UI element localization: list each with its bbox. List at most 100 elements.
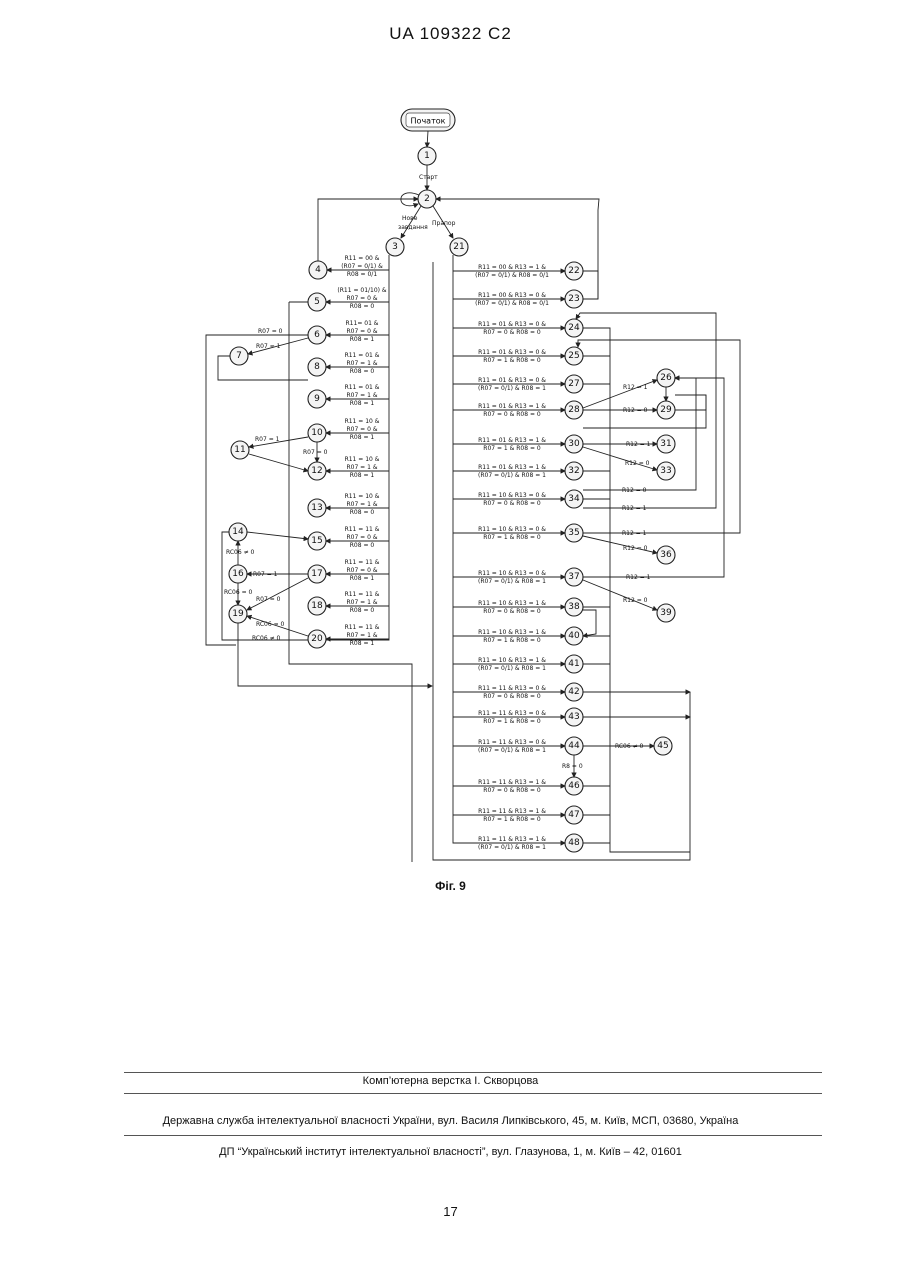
condition-label: R08 = 0	[350, 607, 375, 614]
condition-label: R11 = 01 & R13 = 0 &	[478, 321, 546, 328]
connector-line	[583, 271, 598, 299]
condition-label: (R07 = 0/1) & R08 = 1	[478, 665, 546, 672]
condition-label: (R07 = 0/1) & R08 = 1	[478, 844, 546, 851]
state-node-label: 27	[568, 379, 579, 389]
condition-label: R11 = 10 & R13 = 1 &	[478, 629, 546, 636]
condition-label: R07 = 0	[256, 596, 281, 603]
flag-label: Прапор	[432, 220, 456, 227]
state-node: 39	[657, 604, 675, 622]
condition-label: (R07 = 0/1) & R08 = 1	[478, 747, 546, 754]
state-node-label: 9	[314, 394, 320, 404]
state-node: 7	[230, 347, 248, 365]
condition-label: R12 = 0	[623, 597, 648, 604]
state-node-label: 44	[568, 741, 580, 751]
condition-label: R11= 01 &	[346, 320, 379, 327]
new-task-label: завдання	[398, 224, 428, 231]
state-node: 12	[308, 462, 326, 480]
condition-label: R8 = 0	[562, 763, 583, 770]
state-node-label: 34	[568, 494, 580, 504]
condition-label: R07 = 0 & R08 = 0	[483, 787, 541, 794]
condition-label: R11 = 01 &	[345, 352, 380, 359]
condition-label: R11 = 00 & R13 = 1 &	[478, 264, 546, 271]
state-node: 20	[308, 630, 326, 648]
condition-label: R07 = 0 & R08 = 0	[483, 411, 541, 418]
condition-label: R11 = 10 & R13 = 0 &	[478, 526, 546, 533]
condition-label: R08 = 0/1	[347, 271, 377, 278]
state-node-label: 41	[568, 659, 579, 669]
condition-label: R07 = 1 & R08 = 0	[483, 718, 541, 725]
condition-label: R11 = 10 & R13 = 0 &	[478, 570, 546, 577]
figure-caption: Фіг. 9	[0, 879, 901, 893]
condition-label: R07 = 0 &	[346, 534, 377, 541]
state-node-label: 22	[568, 266, 579, 276]
start-edge-label: Старт	[419, 174, 438, 181]
connector-line	[433, 262, 690, 860]
state-node-label: 29	[660, 405, 672, 415]
state-node: 26	[657, 369, 675, 387]
state-node: 22	[565, 262, 583, 280]
state-node-label: 21	[453, 242, 464, 252]
state-node: 31	[657, 435, 675, 453]
condition-label: R11 = 11 & R13 = 1 &	[478, 779, 546, 786]
state-node: 23	[565, 290, 583, 308]
state-node: 47	[565, 806, 583, 824]
state-node-label: 12	[311, 466, 322, 476]
state-node-label: 28	[568, 405, 580, 415]
condition-label: R07 = 0 & R08 = 0	[483, 608, 541, 615]
condition-label: RC06 ≠ 0	[252, 635, 281, 642]
condition-label: R07 = 1 &	[346, 599, 377, 606]
condition-label: R08 = 0	[350, 368, 375, 375]
condition-label: R07 = 1	[256, 343, 281, 350]
state-node: 1	[418, 147, 436, 165]
connector-line	[326, 255, 389, 640]
condition-label: R11 = 11 &	[345, 624, 380, 631]
condition-label: RC06 = 0	[224, 589, 253, 596]
state-node: 14	[229, 523, 247, 541]
state-node: 18	[308, 597, 326, 615]
state-node-label: 19	[232, 609, 244, 619]
condition-label: R08 = 1	[350, 472, 375, 479]
state-node: 37	[565, 568, 583, 586]
condition-label: R11 = 11 &	[345, 591, 380, 598]
condition-label: R07 = 0 & R08 = 0	[483, 500, 541, 507]
condition-label: R11 = 10 & R13 = 1 &	[478, 600, 546, 607]
page-number: 17	[0, 1204, 901, 1219]
state-node: 33	[657, 462, 675, 480]
condition-label: R08 = 0	[350, 509, 375, 516]
state-node-label: 5	[314, 297, 320, 307]
condition-label: R07 = 1 & R08 = 0	[483, 445, 541, 452]
state-node-label: 47	[568, 810, 579, 820]
state-node: 25	[565, 347, 583, 365]
state-node: 3	[386, 238, 404, 256]
condition-label: RC06 ≠ 0	[226, 549, 255, 556]
state-node-label: 18	[311, 601, 323, 611]
condition-label: R08 = 0	[350, 542, 375, 549]
condition-label: R12 = 1	[622, 530, 647, 537]
condition-label: R07 = 1 &	[346, 501, 377, 508]
condition-label: R08 = 0	[350, 303, 375, 310]
state-node: 48	[565, 834, 583, 852]
state-node: 11	[231, 441, 249, 459]
connector-line	[249, 454, 308, 471]
state-node: 45	[654, 737, 672, 755]
condition-label: R07 = 1 &	[346, 392, 377, 399]
condition-label: R08 = 1	[350, 400, 375, 407]
state-node-label: 38	[568, 602, 580, 612]
state-node-label: 42	[568, 687, 579, 697]
condition-label: R07 = 1 & R08 = 0	[483, 357, 541, 364]
condition-label: R07 = 0 &	[346, 328, 377, 335]
state-node: 46	[565, 777, 583, 795]
state-node-label: 40	[568, 631, 580, 641]
state-node-label: 24	[568, 323, 580, 333]
footer-rule	[124, 1072, 822, 1073]
state-node: 27	[565, 375, 583, 393]
state-node-label: 16	[232, 569, 244, 579]
footer-rule	[124, 1093, 822, 1094]
condition-label: R12 = 0	[625, 460, 650, 467]
state-node-label: 14	[232, 527, 244, 537]
condition-label: (R07 = 0/1) & R08 = 0/1	[475, 300, 549, 307]
connector-line	[401, 206, 421, 238]
state-node: 8	[308, 358, 326, 376]
connector-line	[583, 378, 724, 577]
state-node: 15	[308, 532, 326, 550]
